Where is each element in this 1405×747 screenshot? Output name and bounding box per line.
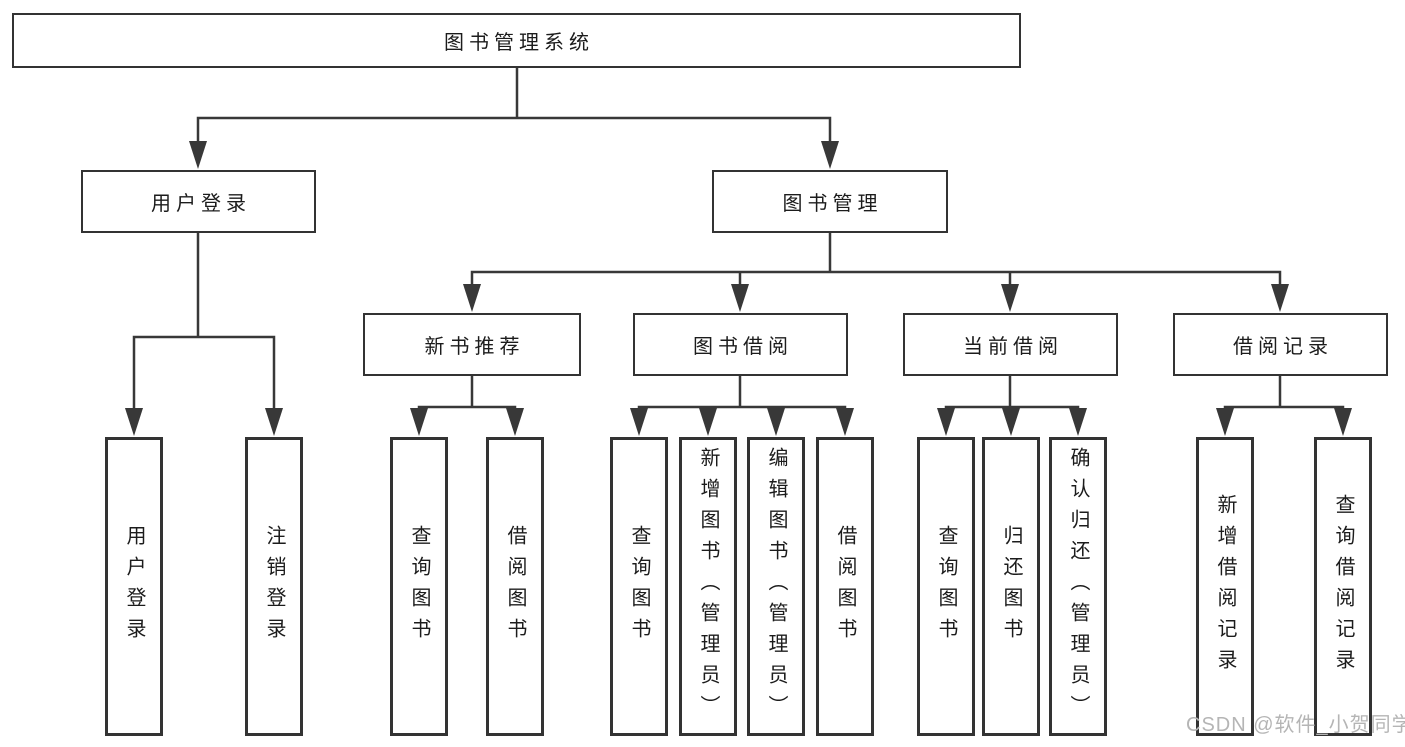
- leaf-records-add-record: 新增借阅记录: [1196, 437, 1254, 736]
- node-user-login: 用户登录: [81, 170, 316, 233]
- node-root: 图书管理系统: [12, 13, 1021, 68]
- leaf-newbook-borrow-books: 借阅图书: [486, 437, 544, 736]
- csdn-watermark: CSDN @软件_小贺同学: [1186, 714, 1405, 736]
- leaf-current-return-books: 归还图书: [982, 437, 1040, 736]
- connector-borrow-children: [630, 374, 854, 436]
- connector-current-children: [937, 374, 1087, 436]
- leaf-current-confirm-return-admin: 确认归还（管理员）: [1049, 437, 1107, 736]
- leaf-current-query-books: 查询图书: [917, 437, 975, 736]
- connector-user-login-children: [125, 231, 283, 436]
- connector-root-to-level1: [189, 66, 839, 169]
- connector-records-children: [1216, 374, 1352, 436]
- leaf-user-login: 用户登录: [105, 437, 163, 736]
- node-new-book-recommendation: 新书推荐: [363, 313, 581, 376]
- node-borrowing-records: 借阅记录: [1173, 313, 1388, 376]
- node-current-borrowing: 当前借阅: [903, 313, 1118, 376]
- leaf-newbook-query-books: 查询图书: [390, 437, 448, 736]
- leaf-borrow-edit-books-admin: 编辑图书（管理员）: [747, 437, 805, 736]
- connector-new-book-children: [410, 374, 524, 436]
- node-book-management: 图书管理: [712, 170, 948, 233]
- leaf-logout: 注销登录: [245, 437, 303, 736]
- leaf-records-query-record: 查询借阅记录: [1314, 437, 1372, 736]
- leaf-borrow-add-books-admin: 新增图书（管理员）: [679, 437, 737, 736]
- node-book-borrowing: 图书借阅: [633, 313, 848, 376]
- leaf-borrow-query-books: 查询图书: [610, 437, 668, 736]
- leaf-borrow-borrow-books: 借阅图书: [816, 437, 874, 736]
- connector-book-mgmt-to-level2: [463, 231, 1289, 312]
